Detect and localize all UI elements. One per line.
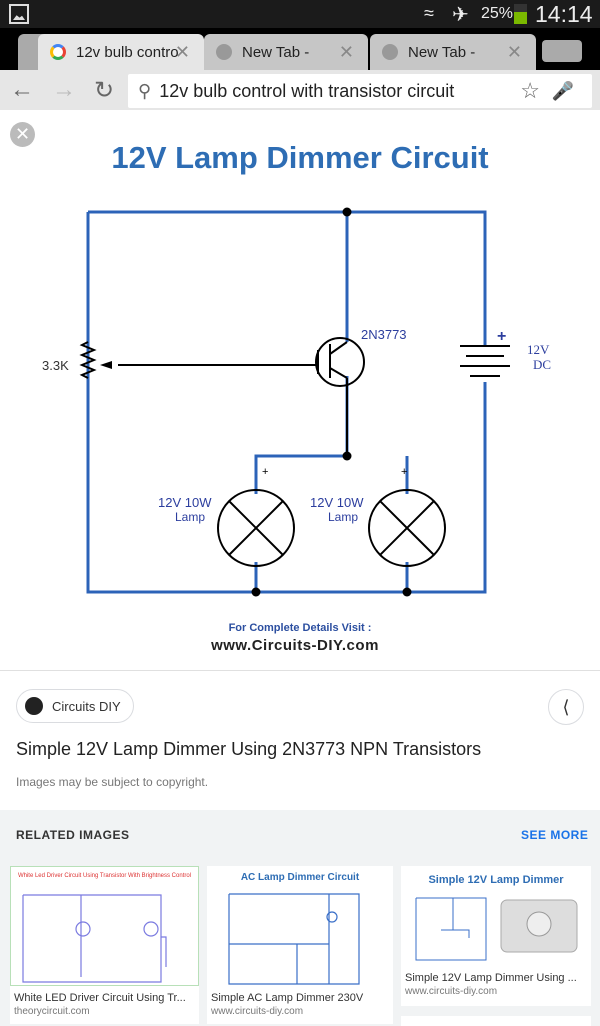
thumb-title: White Led Driver Circuit Using Transisto… <box>17 873 192 879</box>
share-icon: ⟨ <box>562 697 570 717</box>
lamp-2 <box>368 489 446 567</box>
card-title: Simple 12V Lamp Dimmer Using ... <box>405 972 577 984</box>
related-card[interactable]: White Led Driver Circuit Using Transisto… <box>10 866 199 1024</box>
tab-new-1[interactable]: New Tab - ✕ <box>204 34 368 70</box>
battery-dc-label: DC <box>533 357 552 372</box>
search-icon: ⚲ <box>138 80 152 101</box>
google-icon <box>50 44 66 60</box>
share-button[interactable]: ⟨ <box>548 689 584 725</box>
tab-label: New Tab - <box>242 43 310 61</box>
star-icon[interactable]: ☆ <box>520 78 540 103</box>
battery-percent: 25% <box>481 5 514 22</box>
card-title: White LED Driver Circuit Using Tr... <box>14 992 186 1004</box>
airplane-icon: ✈ <box>452 4 469 26</box>
visit-text: For Complete Details Visit : <box>228 622 372 634</box>
lamp2-label: 12V 10W <box>310 495 364 510</box>
related-thumbnail: AC Lamp Dimmer Circuit <box>207 866 393 986</box>
diagram-title: 12V Lamp Dimmer Circuit <box>111 140 489 175</box>
wifi-icon: ≈ <box>424 3 434 23</box>
forward-icon[interactable]: → <box>52 76 76 103</box>
omnibox[interactable]: ⚲ 12v bulb control with transistor circu… <box>128 74 592 108</box>
lamp2-plus: + <box>401 466 408 478</box>
thumb-title: AC Lamp Dimmer Circuit <box>240 872 360 883</box>
back-icon[interactable]: ← <box>10 76 34 103</box>
lamp1-sub: Lamp <box>175 510 206 524</box>
close-icon[interactable]: ✕ <box>10 122 35 147</box>
source-name: Circuits DIY <box>52 698 121 714</box>
status-bar: ≈ ✈ 25% 14:14 <box>0 0 600 28</box>
lamp1-label: 12V 10W <box>158 495 212 510</box>
related-thumbnail: White Led Driver Circuit Using Transisto… <box>10 866 199 986</box>
tab-active[interactable]: 12v bulb contro✕ <box>38 34 204 70</box>
tab-new-2[interactable]: New Tab - ✕ <box>370 34 536 70</box>
related-card[interactable]: AC Lamp Dimmer Circuit Simple AC Lamp Di… <box>207 866 393 1024</box>
transistor-symbol <box>315 337 365 387</box>
visit-url: www.Circuits-DIY.com <box>211 637 379 654</box>
circuit-image <box>79 207 510 597</box>
close-tab-icon[interactable]: ✕ <box>506 41 522 62</box>
pot-label: 3.3K <box>42 358 69 373</box>
image-viewer: ✕ 12V Lamp Dimmer Circuit 3.3K 2N3773 + … <box>0 110 600 670</box>
image-title[interactable]: Simple 12V Lamp Dimmer Using 2N3773 NPN … <box>16 739 482 759</box>
reload-icon[interactable]: ↻ <box>94 77 115 104</box>
battery-icon <box>514 4 527 24</box>
source-chip[interactable]: Circuits DIY <box>16 689 134 723</box>
card-source: www.circuits-diy.com <box>405 986 498 997</box>
mic-icon[interactable]: 🎤 <box>551 80 574 101</box>
globe-icon <box>382 44 398 60</box>
tab-label: New Tab - <box>408 43 476 61</box>
lamp-1 <box>217 489 295 567</box>
see-more-link[interactable]: SEE MORE <box>521 828 589 842</box>
related-heading: RELATED IMAGES <box>16 828 130 842</box>
related-card-partial[interactable] <box>401 1016 591 1026</box>
lamp1-plus: + <box>262 466 269 478</box>
thumb-title: Simple 12V Lamp Dimmer <box>428 874 564 886</box>
globe-icon <box>25 697 43 715</box>
card-source: theorycircuit.com <box>14 1006 90 1017</box>
close-tab-icon[interactable]: ✕ <box>174 41 190 62</box>
battery-label: 12V <box>527 342 550 357</box>
lamp2-sub: Lamp <box>328 510 359 524</box>
card-source: www.circuits-diy.com <box>211 1006 304 1017</box>
clock: 14:14 <box>535 1 593 27</box>
related-thumbnail: Simple 12V Lamp Dimmer <box>401 866 591 966</box>
tab-label: 12v bulb contro <box>76 43 179 61</box>
related-card[interactable]: Simple 12V Lamp Dimmer Simple 12V Lamp D… <box>401 866 591 1006</box>
globe-icon <box>216 44 232 60</box>
plus-label: + <box>497 328 507 345</box>
toolbar: ← → ↻ ⚲ 12v bulb control with transistor… <box>0 70 600 110</box>
tab-strip: 12v bulb contro✕ New Tab -✕ New Tab -✕ <box>0 28 600 70</box>
transistor-label: 2N3773 <box>361 327 407 342</box>
close-tab-icon[interactable]: ✕ <box>338 41 354 62</box>
omnibox-text[interactable]: 12v bulb control with transistor circuit <box>159 80 455 101</box>
new-tab-button[interactable] <box>542 40 582 62</box>
gallery-icon <box>9 4 29 24</box>
image-info: Circuits DIY ⟨ Simple 12V Lamp Dimmer Us… <box>0 670 600 810</box>
copyright-notice: Images may be subject to copyright. <box>16 775 209 789</box>
